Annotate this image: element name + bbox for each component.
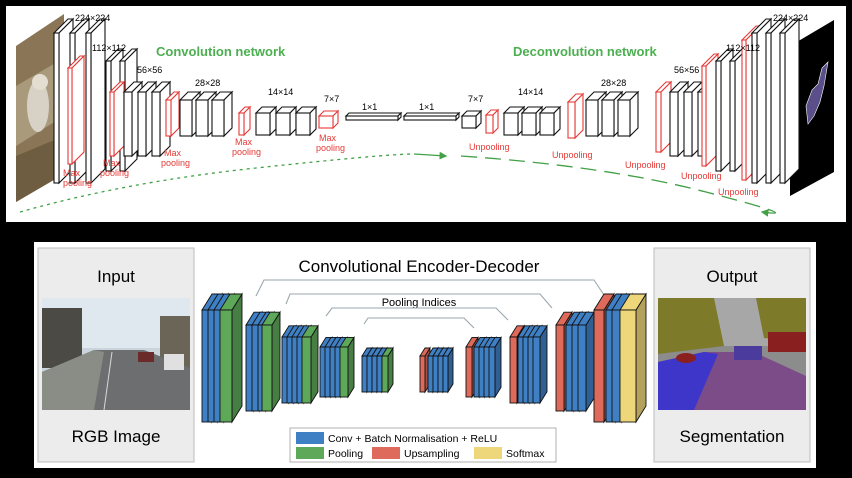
deconv-layer-block [778, 17, 801, 185]
conv-layer-block [274, 105, 298, 137]
output-segmentation-mask [790, 20, 834, 196]
decoder-title: Deconvolution network [513, 44, 658, 59]
dec-size-label: 112×112 [726, 43, 760, 53]
unpooling-label: Unpooling [552, 150, 593, 160]
conv-layer-block [254, 105, 278, 137]
max-pooling-label: pooling [63, 178, 92, 188]
skip-connections [255, 279, 607, 329]
fc-layer-block [402, 111, 461, 122]
deconv-layer-block [502, 105, 526, 137]
pooling-layer-block [261, 310, 281, 413]
rgb-street-image [42, 298, 190, 411]
encoder-decoder-title: Convolutional Encoder-Decoder [299, 257, 540, 276]
max-pooling-label: pooling [161, 158, 190, 168]
dec-size-label: 224×224 [773, 13, 808, 23]
enc-size-label: 224×224 [75, 13, 110, 23]
max-pooling-labels: Max pooling Max pooling Max pooling Max … [63, 133, 345, 188]
max-pooling-label: Max [63, 168, 81, 178]
unpooling-label: Unpooling [625, 160, 666, 170]
output-box: Output Segmentation [653, 247, 811, 463]
fc-size-label: 1×1 [362, 102, 377, 112]
conv-layer-block [532, 324, 548, 405]
input-title: Input [97, 267, 135, 286]
max-pooling-label: Max [164, 148, 182, 158]
dec-size-label: 56×56 [674, 65, 699, 75]
conv-layer-block [488, 335, 502, 399]
deconvnet-diagram: Convolution network Deconvolution networ… [16, 13, 834, 217]
pooling-layer-block [66, 54, 86, 166]
conv-layer-block [210, 90, 234, 138]
dec-size-label: 28×28 [601, 78, 626, 88]
output-title: Output [706, 267, 757, 286]
pooling-layer-block [219, 292, 243, 424]
pooling-layer-block [237, 105, 252, 137]
legend-upsampling-swatch [372, 447, 400, 459]
legend-conv-label: Conv + Batch Normalisation + ReLU [328, 433, 497, 445]
pooling-layer-block [301, 324, 319, 405]
conv-layer-block [442, 346, 454, 394]
pooling-indices-label: Pooling Indices [382, 297, 457, 309]
max-pooling-label: Max [103, 158, 121, 168]
legend-upsampling-label: Upsampling [404, 448, 460, 460]
encoder-title: Convolution network [156, 44, 286, 59]
pooling-layer-block [339, 335, 355, 399]
enc-size-label: 14×14 [268, 87, 293, 97]
unpooling-labels: Unpooling Unpooling Unpooling Unpooling … [469, 142, 759, 197]
max-pooling-label: pooling [100, 168, 129, 178]
deconv-layer-block [616, 90, 640, 138]
legend-conv-swatch [296, 432, 324, 444]
unpooling-label: Unpooling [681, 171, 722, 181]
unpooling-layer-block [700, 52, 720, 168]
legend-softmax-swatch [474, 447, 502, 459]
output-caption: Segmentation [680, 427, 785, 446]
segnet-diagram-panel: Input RGB Image Output Segmentation [34, 242, 816, 468]
max-pooling-label: Max [319, 133, 337, 143]
conv-layer-block [294, 105, 318, 137]
input-caption: RGB Image [72, 427, 161, 446]
conv-layer-block [577, 310, 595, 413]
unpooling-layer-block [566, 92, 585, 140]
flow-arrows [19, 151, 776, 217]
unpooling-label: Unpooling [718, 187, 759, 197]
segnet-diagram: Input RGB Image Output Segmentation [37, 247, 811, 463]
deconv-layer-block [460, 109, 483, 130]
dec-size-label: 14×14 [518, 87, 543, 97]
fc-layer-block [344, 111, 403, 122]
layer-blocks [52, 17, 801, 185]
pooling-layer-block [381, 346, 394, 394]
deconv-layer-block [520, 105, 544, 137]
max-pooling-label: Max [235, 137, 253, 147]
max-pooling-label: pooling [232, 147, 261, 157]
enc-size-label: 112×112 [92, 43, 126, 53]
conv-layer-block [84, 17, 107, 185]
deconv-layer-block [538, 105, 562, 137]
legend-pooling-label: Pooling [328, 448, 363, 460]
unpooling-label: Unpooling [469, 142, 510, 152]
pooling-layer-block [164, 90, 181, 138]
legend: Conv + Batch Normalisation + ReLU Poolin… [289, 427, 557, 463]
enc-size-label: 28×28 [195, 78, 220, 88]
input-dog-image [16, 14, 64, 202]
legend-softmax-label: Softmax [506, 448, 545, 460]
max-pooling-label: pooling [316, 143, 345, 153]
pooling-layer-block [108, 80, 126, 158]
dec-size-label: 7×7 [468, 94, 483, 104]
enc-size-label: 7×7 [324, 94, 339, 104]
deconvnet-diagram-panel: Convolution network Deconvolution networ… [6, 6, 846, 222]
input-box: Input RGB Image [37, 247, 195, 463]
pooling-layer-block [317, 109, 340, 130]
segmentation-image [658, 298, 806, 410]
softmax-layer-block [619, 292, 647, 424]
enc-size-label: 56×56 [137, 65, 162, 75]
unpooling-layer-block [484, 108, 500, 135]
fc-size-label: 1×1 [419, 102, 434, 112]
segnet-layer-blocks [201, 292, 647, 424]
legend-pooling-swatch [296, 447, 324, 459]
